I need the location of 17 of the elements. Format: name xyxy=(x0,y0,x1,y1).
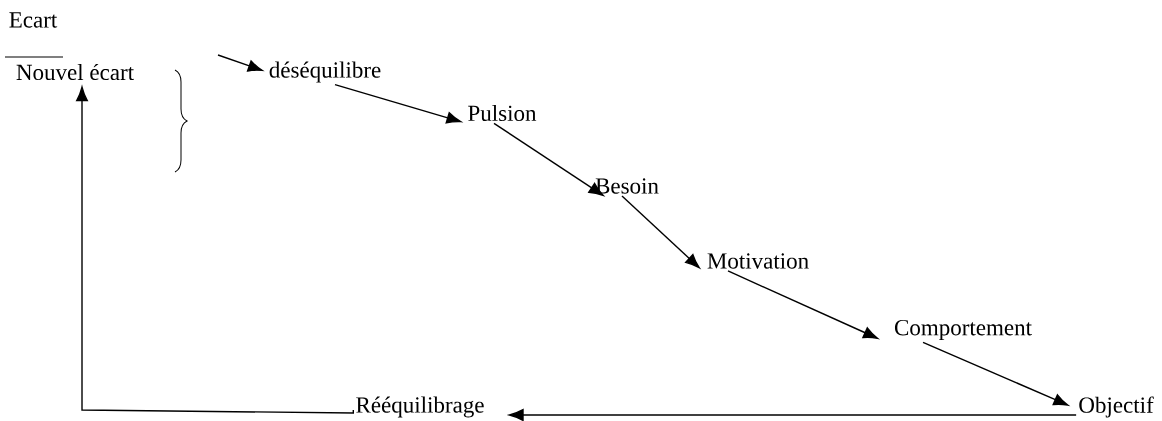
arrow xyxy=(922,341,1069,406)
arrow xyxy=(508,409,1077,421)
node-label: déséquilibre xyxy=(269,61,381,83)
arrow xyxy=(334,83,462,124)
arrow xyxy=(621,195,700,269)
node-label: Objectif xyxy=(1079,396,1154,418)
node-label: Nouvel écart xyxy=(16,63,134,81)
arrow xyxy=(76,86,354,414)
arrow xyxy=(727,270,879,339)
node-label: Pulsion xyxy=(468,104,537,122)
node-label: Besoin xyxy=(595,178,659,194)
arrow xyxy=(217,54,263,72)
arrow xyxy=(493,122,604,196)
node-label: Comportement xyxy=(894,319,1032,341)
node-label: Rééquilibrage xyxy=(356,396,484,418)
node-label: Ecart xyxy=(9,12,58,28)
node-label: Motivation xyxy=(707,253,809,269)
